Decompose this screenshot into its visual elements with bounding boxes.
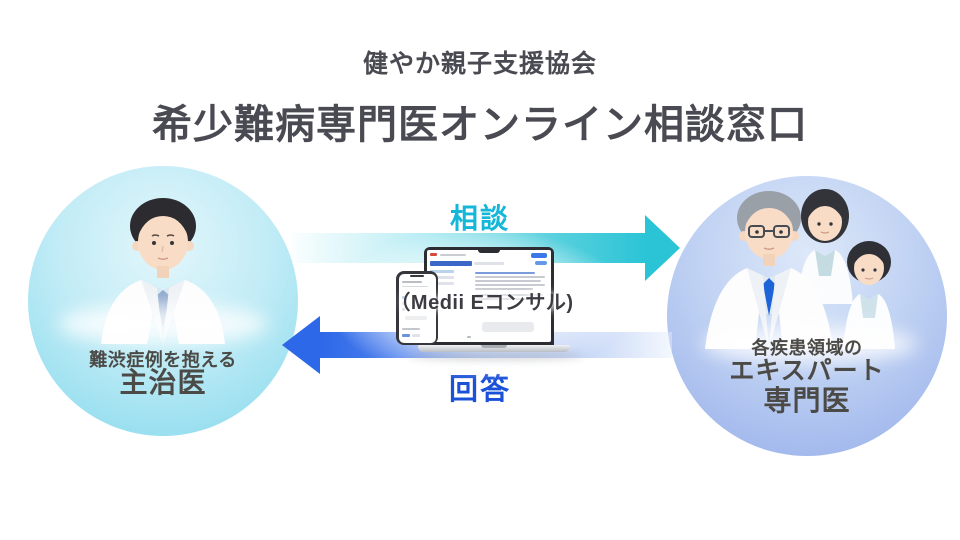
expert-caption-line1: 各疾患領域の [751,338,863,358]
page-title: 希少難病専門医オンライン相談窓口 [152,103,808,147]
expert-caption-line3: 専門医 [763,385,851,416]
attending-caption-line1: 難渋症例を抱える [89,350,237,370]
laptop-mockup [424,247,554,346]
reply-arrow-head-icon [282,316,320,374]
platform-label: （Medii Eコンサル) [390,292,574,314]
attending-caption-line2: 主治医 [119,367,207,398]
laptop-screen [427,250,551,342]
phone-mockup [396,271,438,345]
header: 健やか親子支援協会 希少難病専門医オンライン相談窓口 [0,44,960,150]
device-shadow [408,352,584,360]
phone-screen [398,273,436,343]
expert-specialists-circle: 各疾患領域の エキスパート 専門医 [667,176,947,456]
consult-arrow-label: 相談 [449,203,510,234]
consult-arrow-head-icon [645,215,680,281]
attending-physician-circle: 難渋症例を抱える 主治医 [28,166,298,436]
laptop-base [418,345,570,352]
organization-subtitle: 健やか親子支援協会 [362,50,597,78]
specialists-illustration [705,189,895,349]
expert-caption-line2: エキスパート [729,357,885,385]
